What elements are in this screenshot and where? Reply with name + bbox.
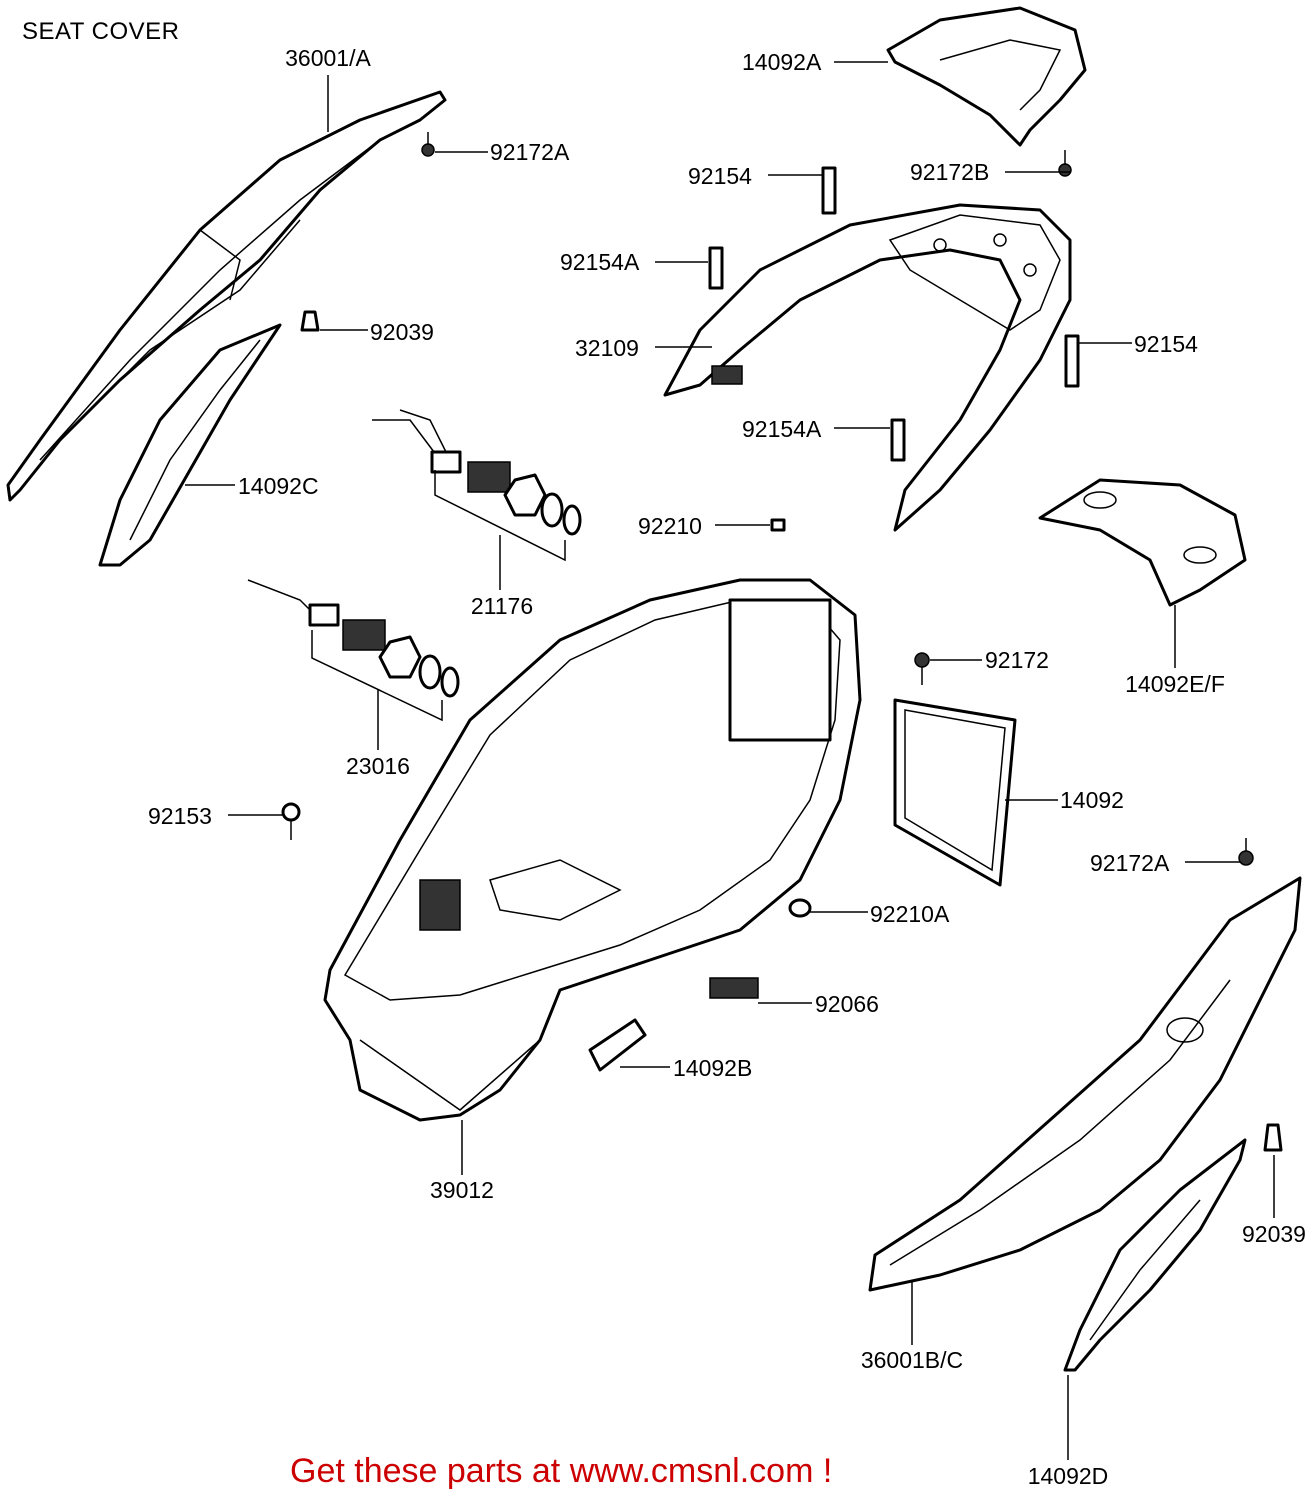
side-cover-right	[868, 876, 1302, 1292]
part-92066	[709, 977, 759, 999]
part-14092B	[588, 1018, 647, 1072]
label-92154-top: 92154	[688, 163, 752, 189]
label-92154-right: 92154	[1134, 331, 1198, 357]
label-36001BC: 36001B/C	[861, 1347, 963, 1373]
bolt-92154-right	[1064, 334, 1080, 388]
label-36001A: 36001/A	[285, 45, 371, 71]
cover-plate	[1038, 478, 1247, 607]
label-14092EF: 14092E/F	[1125, 671, 1225, 697]
label-92039-left: 92039	[370, 319, 434, 345]
label-14092D: 14092D	[1028, 1463, 1109, 1489]
screw-92172	[914, 652, 930, 685]
bolt-92154-top	[821, 166, 837, 215]
label-92066: 92066	[815, 991, 879, 1017]
label-14092: 14092	[1060, 787, 1124, 813]
label-21176: 21176	[471, 593, 533, 619]
panel-14092	[893, 698, 1017, 887]
storage-box	[323, 578, 862, 1122]
part-92210	[770, 518, 786, 532]
screw-92172A-right	[1238, 838, 1254, 866]
page-title: SEAT COVER	[22, 18, 180, 45]
label-92172A-top: 92172A	[490, 139, 570, 165]
label-92210: 92210	[638, 513, 702, 539]
label-92154A-top: 92154A	[560, 249, 640, 275]
label-92172A-right: 92172A	[1090, 850, 1170, 876]
label-92153: 92153	[148, 803, 212, 829]
label-14092A: 14092A	[742, 49, 822, 75]
label-92172: 92172	[985, 647, 1049, 673]
seat-cover-rear	[886, 6, 1087, 147]
label-23016: 23016	[346, 753, 410, 779]
bolt-92154A-top	[708, 246, 724, 290]
label-39012: 39012	[430, 1177, 494, 1203]
bolt-92154A-mid	[890, 418, 906, 462]
label-92210A: 92210A	[870, 901, 950, 927]
label-14092C: 14092C	[238, 473, 319, 499]
label-92039-right: 92039	[1242, 1221, 1306, 1247]
connector-21176	[372, 409, 582, 536]
side-cover-left	[6, 90, 447, 502]
part-92210A	[788, 898, 812, 918]
label-14092B: 14092B	[673, 1055, 752, 1081]
footer-link-text[interactable]: Get these parts at www.cmsnl.com !	[290, 1452, 833, 1490]
bolt-92153	[281, 802, 301, 840]
clip-92039-left	[300, 310, 320, 332]
label-32109: 32109	[575, 335, 639, 361]
grab-rail	[663, 203, 1072, 532]
screw-92172A-top	[421, 132, 435, 157]
connector-23016	[247, 579, 460, 698]
inner-cover-left	[98, 323, 282, 567]
screw-92172B	[1058, 150, 1072, 177]
inner-cover-right	[1063, 1138, 1247, 1372]
clip-92039-right	[1263, 1123, 1283, 1152]
label-92154A-mid: 92154A	[742, 416, 822, 442]
label-92172B: 92172B	[910, 159, 989, 185]
